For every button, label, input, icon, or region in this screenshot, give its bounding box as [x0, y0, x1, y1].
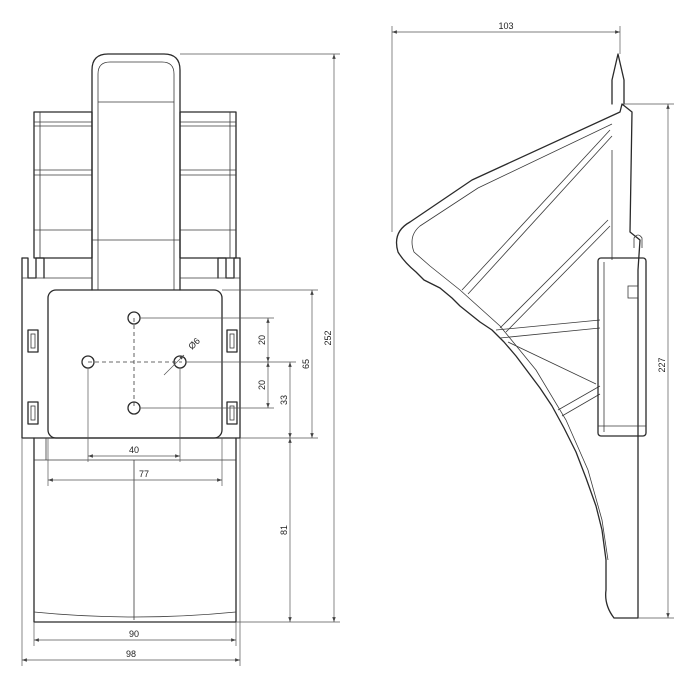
- dim-lower-height: 81: [279, 525, 289, 535]
- dim-height: 227: [657, 357, 667, 372]
- hole-pattern: [81, 311, 187, 415]
- horizontal-dimensions: 40 77 90 98: [21, 368, 241, 666]
- top-handle: [91, 53, 181, 291]
- top-tip: [611, 53, 625, 105]
- lower-blade: [33, 437, 237, 623]
- side-rail-right: [179, 111, 237, 259]
- dim-overall-height: 252: [323, 330, 333, 345]
- dim-plate-width: 77: [139, 469, 149, 479]
- latch-hook: [633, 234, 643, 248]
- dim-plate-offset: 33: [279, 395, 289, 405]
- dim-body-width: 90: [129, 629, 139, 639]
- dim-hole-diameter: Ø6: [186, 336, 202, 352]
- dim-depth: 103: [498, 21, 513, 31]
- mounting-plate: [47, 289, 223, 439]
- back-plate: [597, 257, 647, 437]
- dim-overall-width: 98: [126, 649, 136, 659]
- side-rail-left: [33, 111, 93, 259]
- main-body: [21, 257, 241, 439]
- internal-ribs: [461, 129, 613, 417]
- vertical-dimensions: 252 65 20 20 33 81: [140, 53, 340, 623]
- dim-upper-height: 65: [301, 359, 311, 369]
- side-view: 103 227: [391, 21, 674, 619]
- dim-hole-upper-spacing: 20: [257, 335, 267, 345]
- front-view: Ø6 252 65 20 20 33: [21, 53, 340, 666]
- wedge-profile: [395, 103, 641, 619]
- dim-hole-lower-spacing: 20: [257, 380, 267, 390]
- dim-hole-spacing-horizontal: 40: [129, 445, 139, 455]
